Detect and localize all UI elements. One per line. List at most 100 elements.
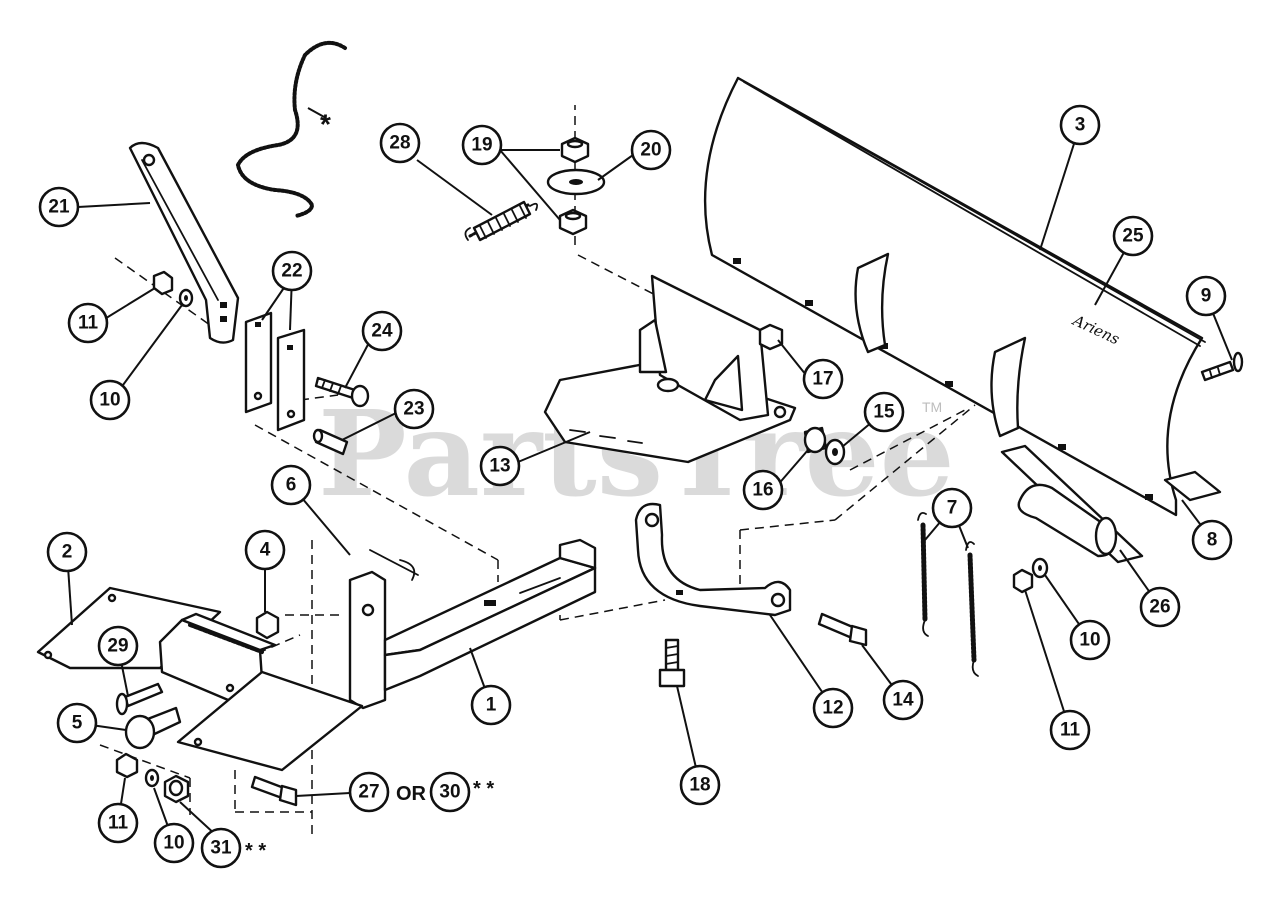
part-17-nut — [758, 323, 784, 351]
callout-number: 30 — [439, 782, 460, 803]
part-31-nut — [163, 774, 190, 804]
callout-circle — [97, 625, 139, 667]
callout-circle — [393, 388, 435, 430]
callout-number: 16 — [752, 480, 773, 501]
wire-harness — [235, 40, 347, 218]
part-24-bolt — [314, 376, 370, 408]
callout-19: 19 — [461, 124, 503, 166]
part-10-washer-lower — [144, 768, 160, 788]
callout-circle — [56, 702, 98, 744]
callout-17: 17 — [802, 358, 844, 400]
part-16-spacer — [803, 426, 828, 454]
callout-number: 20 — [640, 140, 661, 161]
callout-circle — [470, 684, 512, 726]
part-18-bolt — [658, 638, 686, 688]
callout-number: 11 — [1060, 720, 1081, 741]
asterisk-wire: * — [320, 109, 331, 140]
callout-number: 9 — [1201, 286, 1212, 307]
part-10-washer-right — [1031, 557, 1049, 579]
callout-number: 10 — [163, 833, 184, 854]
part-12-pivot-bracket — [634, 502, 792, 617]
callout-number: 10 — [1079, 630, 1100, 651]
callout-20: 20 — [630, 129, 672, 171]
callout-number: 24 — [371, 321, 393, 342]
callout-28: 28 — [379, 122, 421, 164]
callout-circle — [429, 771, 471, 813]
callout-1: 1 — [470, 684, 512, 726]
lower-bracket-assembly — [158, 612, 364, 772]
callout-24: 24 — [361, 310, 403, 352]
callout-circle — [38, 186, 80, 228]
double-asterisk-30: * * — [473, 778, 494, 800]
callout-number: 2 — [62, 542, 73, 563]
callout-circle — [200, 827, 242, 869]
part-22-plates — [244, 311, 306, 432]
callout-25: 25 — [1112, 215, 1154, 257]
part-20-washer — [546, 168, 606, 196]
callout-18: 18 — [679, 764, 721, 806]
callout-number: 5 — [72, 713, 83, 734]
part-29-bolt — [115, 682, 164, 716]
callout-number: 1 — [486, 695, 497, 716]
callout-circle — [271, 250, 313, 292]
callout-circle — [479, 445, 521, 487]
or-text: OR — [396, 783, 427, 805]
callout-circle — [1139, 586, 1181, 628]
callout-9: 9 — [1185, 275, 1227, 317]
callout-14: 14 — [882, 679, 924, 721]
callout-circle — [67, 302, 109, 344]
callout-circle — [46, 531, 88, 573]
callout-circle — [882, 679, 924, 721]
callout-circle — [812, 687, 854, 729]
callout-number: 25 — [1122, 226, 1144, 247]
part-3-blade: Ariens — [703, 76, 1206, 517]
callouts: 1 2 3 4 5 6 7 8 9 10 10 10 11 11 11 12 1… — [38, 104, 1233, 869]
part-5-pin — [124, 706, 182, 750]
callout-circle — [1191, 519, 1233, 561]
callout-circle — [1112, 215, 1154, 257]
callout-circle — [1049, 709, 1091, 751]
callout-circle — [348, 771, 390, 813]
callout-number: 14 — [892, 690, 914, 711]
callout-circle — [1069, 619, 1111, 661]
callout-2: 2 — [46, 531, 88, 573]
callout-number: 11 — [78, 313, 99, 334]
callout-number: 13 — [489, 456, 510, 477]
part-8-skid — [1163, 470, 1222, 502]
callout-circle — [1059, 104, 1101, 146]
part-27-bolt — [250, 775, 298, 807]
callout-5: 5 — [56, 702, 98, 744]
part-13-pivot-plate — [543, 274, 797, 464]
callout-number: 23 — [403, 399, 424, 420]
part-1-frame — [348, 538, 597, 710]
callout-29: 29 — [97, 625, 139, 667]
part-11-nut-lower — [115, 752, 139, 779]
callout-number: 22 — [281, 261, 302, 282]
callout-26: 26 — [1139, 586, 1181, 628]
callout-circle — [97, 802, 139, 844]
part-21-lift-arm — [128, 141, 240, 344]
callout-15: 15 — [863, 391, 905, 433]
callout-8: 8 — [1191, 519, 1233, 561]
part-7-springs — [917, 511, 979, 677]
callout-22: 22 — [271, 250, 313, 292]
callout-number: 3 — [1075, 115, 1086, 136]
part-15-washer — [824, 438, 846, 466]
callout-23: 23 — [393, 388, 435, 430]
callout-number: 6 — [286, 475, 297, 496]
callout-13: 13 — [479, 445, 521, 487]
double-asterisk-31: * * — [245, 840, 266, 862]
callout-3: 3 — [1059, 104, 1101, 146]
callout-10-right: 10 — [1069, 619, 1111, 661]
callout-27: 27 — [348, 771, 390, 813]
callout-circle — [153, 822, 195, 864]
callout-30: 30 — [429, 771, 471, 813]
part-19-nut-top — [560, 136, 590, 164]
callout-number: 27 — [358, 782, 379, 803]
callout-circle — [630, 129, 672, 171]
callout-6: 6 — [270, 464, 312, 506]
callout-number: 21 — [48, 197, 70, 218]
part-4-nut — [255, 610, 280, 640]
callout-circle — [270, 464, 312, 506]
